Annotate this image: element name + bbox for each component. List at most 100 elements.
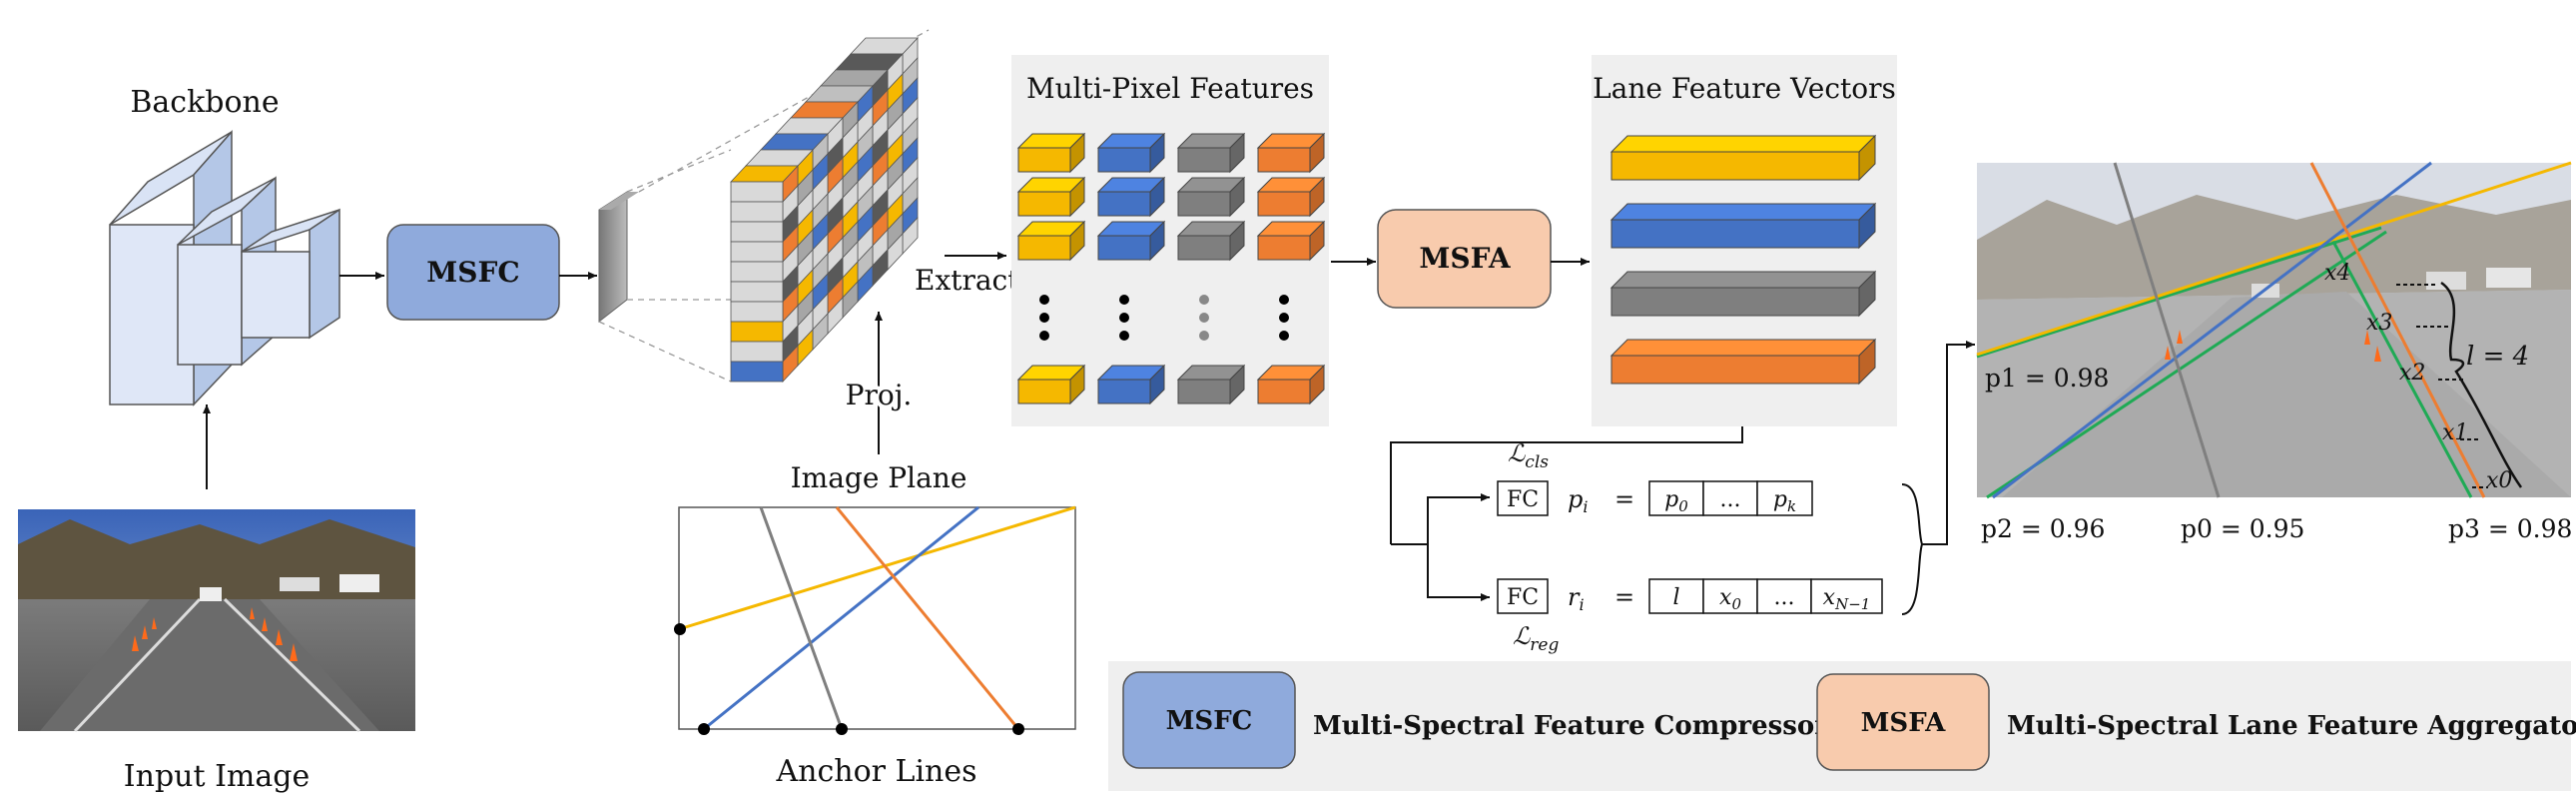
p-i-label: pi	[1568, 485, 1589, 516]
cube-front-cell	[730, 181, 784, 203]
ellipsis-dot	[1039, 295, 1049, 305]
proj-label: Proj.	[846, 379, 913, 411]
anchor-line-gray	[759, 506, 844, 730]
ellipsis-dot	[1199, 295, 1209, 305]
r-row-cell	[1756, 578, 1812, 614]
msfa-block-label: MSFA	[1419, 242, 1511, 275]
pixel-feature-cube	[1096, 220, 1166, 262]
cube-front-cell	[730, 301, 784, 323]
legend-msfc-tag: MSFC	[1166, 706, 1253, 736]
cls-fc-label: FC	[1507, 487, 1539, 512]
cube-front-cell	[730, 281, 784, 303]
legend-msfa-tag: MSFA	[1861, 708, 1946, 738]
input-image-label: Input Image	[124, 759, 310, 794]
point-x4: x4	[2324, 261, 2350, 286]
lane-p3-orange	[2309, 162, 2486, 498]
point-x0: x0	[2486, 468, 2512, 493]
ellipsis-dot	[1199, 331, 1209, 341]
p-row-cell	[1702, 480, 1758, 516]
reg-fc-label: FC	[1507, 585, 1539, 610]
pixel-feature-cube	[1016, 176, 1086, 218]
lane-feature-vectors-panel: Lane Feature Vectors	[1592, 55, 1897, 426]
head-cell-text: pk	[1773, 487, 1796, 515]
msfc-block-label: MSFC	[426, 256, 519, 289]
ellipsis-dot	[1279, 295, 1289, 305]
pixel-feature-cube	[1096, 176, 1166, 218]
ellipsis-dot	[1039, 313, 1049, 323]
head-cell-text: ...	[1774, 585, 1795, 610]
anchor-lines-label: Anchor Lines	[775, 754, 976, 789]
lane-feature-vector	[1610, 338, 1877, 386]
feature-map-cube	[730, 36, 919, 384]
ellipsis-dot	[1279, 331, 1289, 341]
heads-brace	[1901, 483, 1924, 615]
lane-p0-gray	[2113, 162, 2221, 498]
extract-label: Extract	[915, 264, 1019, 297]
heads-to-output-line	[1922, 344, 1972, 545]
lane-feature-vector	[1610, 134, 1877, 182]
msfa-block: MSFA	[1377, 209, 1552, 309]
lane-p2-blue	[1992, 161, 2432, 499]
pixel-feature-cube	[1096, 364, 1166, 405]
cls-loss-label: ℒcls	[1508, 439, 1549, 472]
length-brace	[2440, 281, 2523, 488]
p-row-cell	[1756, 480, 1813, 516]
anchor-line-orange	[835, 506, 1020, 730]
lane-p1-green	[1976, 226, 2382, 359]
pixel-feature-cube	[1176, 176, 1246, 218]
output-image	[1976, 161, 2572, 499]
p-eq: =	[1614, 485, 1634, 513]
legend-msfc-swatch	[1122, 671, 1296, 769]
pixel-feature-cube	[1096, 132, 1166, 174]
score-p2: p2 = 0.96	[1981, 514, 2105, 543]
anchor-line-blue	[703, 505, 979, 731]
ellipsis-dot	[1199, 313, 1209, 323]
pixel-feature-cube	[1256, 220, 1326, 262]
head-cell-text: p0	[1664, 487, 1688, 515]
ellipsis-dot	[1119, 331, 1129, 341]
pixel-feature-cube	[1256, 176, 1326, 218]
cube-front-cell	[730, 201, 784, 223]
r-row-cell	[1648, 578, 1704, 614]
backbone-block: Backbone	[109, 85, 340, 406]
pixel-feature-cube	[1176, 364, 1246, 405]
cube-front-cell	[730, 221, 784, 243]
pixel-feature-cube	[1256, 132, 1326, 174]
pixel-feature-cube	[1176, 220, 1246, 262]
compressed-feature-slab	[598, 191, 639, 324]
anchor-lines-panel	[674, 505, 1076, 735]
lane-feature-vector	[1610, 202, 1877, 250]
legend-msfa-desc: Multi-Spectral Lane Feature Aggregator	[2007, 711, 2576, 741]
cube-front-cell	[730, 361, 784, 383]
score-p1: p1 = 0.98	[1985, 364, 2109, 393]
head-cell-text: ...	[1720, 487, 1741, 512]
head-cell-text: l	[1672, 585, 1679, 610]
reg-loss-label: ℒreg	[1513, 622, 1559, 655]
prediction-heads	[1390, 426, 1743, 601]
r-eq: =	[1614, 583, 1634, 611]
length-label: l = 4	[2466, 342, 2529, 372]
point-x3: x3	[2366, 311, 2392, 336]
point-x2: x2	[2399, 361, 2425, 386]
pixel-feature-cube	[1016, 220, 1086, 262]
image-plane-label: Image Plane	[791, 461, 967, 494]
pixel-feature-cube	[1016, 364, 1086, 405]
ellipsis-dot	[1119, 313, 1129, 323]
lane-feature-vector	[1610, 270, 1877, 318]
cube-front-cell	[730, 341, 784, 363]
r-i-label: ri	[1568, 583, 1585, 614]
point-x1: x1	[2442, 420, 2468, 445]
input-image	[18, 509, 415, 733]
pixel-feature-cube	[1176, 132, 1246, 174]
cls-head-row: FC pi = p0... pk	[1497, 480, 1813, 516]
multi-pixel-features-panel: Multi-Pixel Features	[1011, 55, 1329, 426]
r-row-cell	[1810, 578, 1883, 614]
anchor-line-yellow	[678, 505, 1076, 631]
pixel-feature-cube	[1256, 364, 1326, 405]
backbone-label: Backbone	[130, 85, 279, 120]
multi-pixel-features-title: Multi-Pixel Features	[1026, 72, 1314, 105]
cube-front-cell	[730, 241, 784, 263]
head-cell-text: x0	[1719, 585, 1741, 613]
